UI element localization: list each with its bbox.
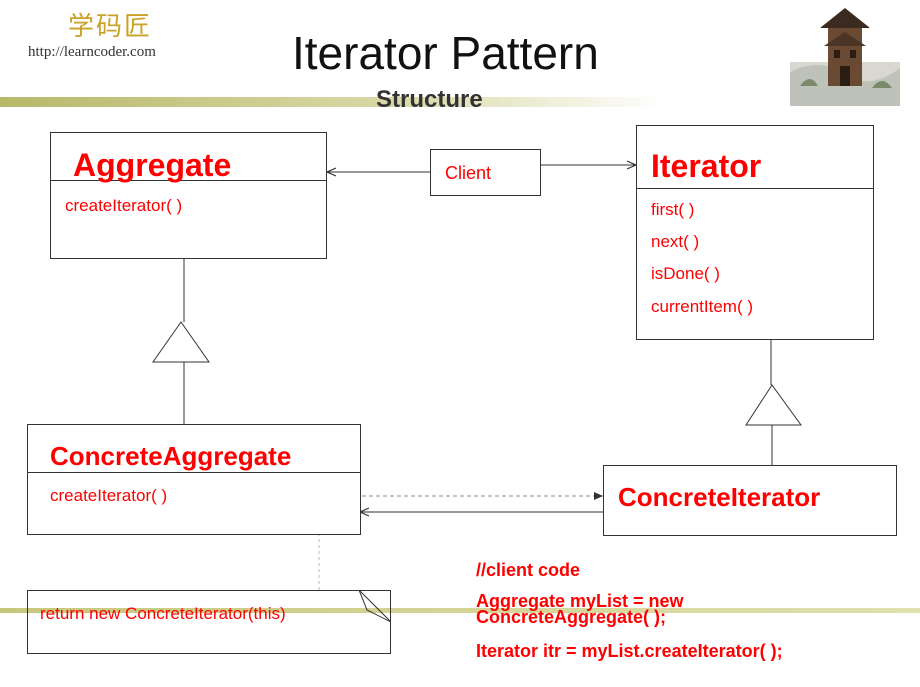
note-box: return new ConcreteIterator(this) [27, 590, 391, 654]
aggregate-inheritance-triangle [152, 321, 210, 363]
aggregate-divider [51, 180, 326, 181]
note-folded-corner-icon [359, 590, 391, 622]
concrete-aggregate-class-name: ConcreteAggregate [50, 441, 292, 471]
code-line-1a: Aggregate myList = new [476, 591, 684, 611]
page-subtitle: Structure [376, 86, 483, 113]
logo-url: http://learncoder.com [28, 44, 156, 60]
aggregate-class-box: Aggregate createIterator( ) [50, 132, 327, 259]
concrete-iterator-class-name: ConcreteIterator [618, 482, 821, 512]
title-underline-band [0, 97, 665, 107]
iterator-op-first: first( ) [651, 200, 695, 219]
note-text: return new ConcreteIterator(this) [40, 604, 286, 623]
aggregate-op-create-iterator: createIterator( ) [65, 196, 183, 215]
iterator-class-box: Iterator first( ) next( ) isDone( ) curr… [636, 125, 874, 340]
concrete-aggregate-divider [28, 472, 360, 473]
tower-illustration-icon [790, 8, 900, 106]
code-line-1b: ConcreteAggregate( ); [476, 607, 667, 627]
code-line-2: Iterator itr = myList.createIterator( ); [476, 641, 783, 661]
client-class-name: Client [445, 163, 492, 183]
iterator-op-next: next( ) [651, 232, 700, 251]
iterator-divider [637, 188, 873, 189]
iterator-inheritance-triangle [745, 384, 802, 426]
code-comment: //client code [476, 560, 581, 580]
aggregate-class-name: Aggregate [73, 147, 232, 183]
concrete-iterator-class-box: ConcreteIterator [603, 465, 897, 536]
logo-chinese-text: 学码匠 [68, 12, 153, 42]
iterator-class-name: Iterator [651, 148, 762, 184]
concrete-aggregate-op-create-iterator: createIterator( ) [50, 486, 168, 505]
iterator-op-is-done: isDone( ) [651, 264, 720, 283]
iterator-op-current-item: currentItem( ) [651, 297, 754, 316]
bottom-band [0, 608, 920, 613]
concrete-aggregate-class-box: ConcreteAggregate createIterator( ) [27, 424, 361, 535]
client-class-box: Client [430, 149, 541, 196]
page-title: Iterator Pattern [292, 27, 599, 79]
